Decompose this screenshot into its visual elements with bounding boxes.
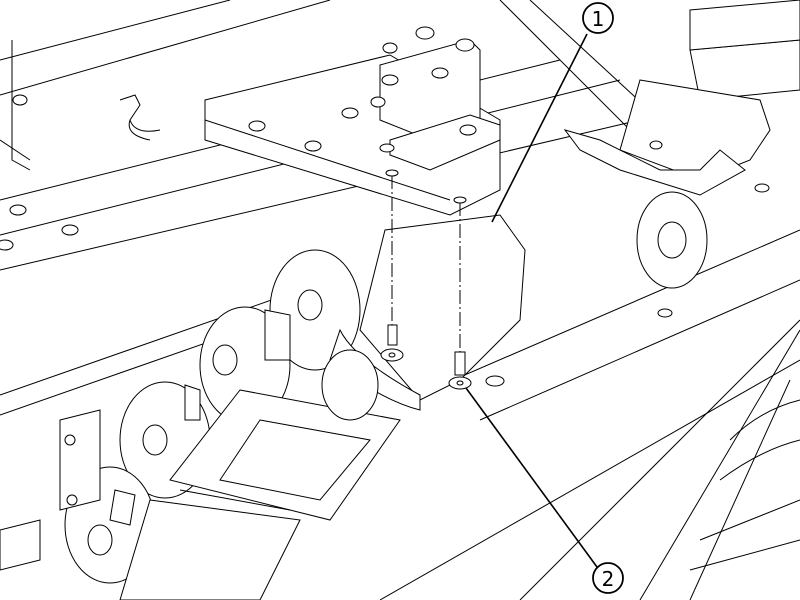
callout-1: 1 — [582, 2, 614, 34]
hole — [657, 308, 673, 318]
right-drag-chain — [689, 399, 800, 571]
drag-chain — [64, 214, 526, 600]
callout-1-label: 1 — [592, 7, 605, 31]
screw-2 — [448, 196, 472, 390]
right-bracket-assembly — [563, 0, 800, 289]
leader-line-2 — [465, 387, 598, 568]
callout-2: 2 — [592, 562, 624, 594]
leader-line-1 — [491, 33, 588, 223]
cable-clip — [119, 94, 161, 141]
callout-2-label: 2 — [602, 567, 615, 591]
hole — [485, 375, 505, 387]
hex-nuts — [0, 26, 477, 251]
screw-1 — [380, 169, 404, 362]
end-plate — [0, 409, 101, 571]
upper-mounting-plate — [204, 39, 501, 216]
